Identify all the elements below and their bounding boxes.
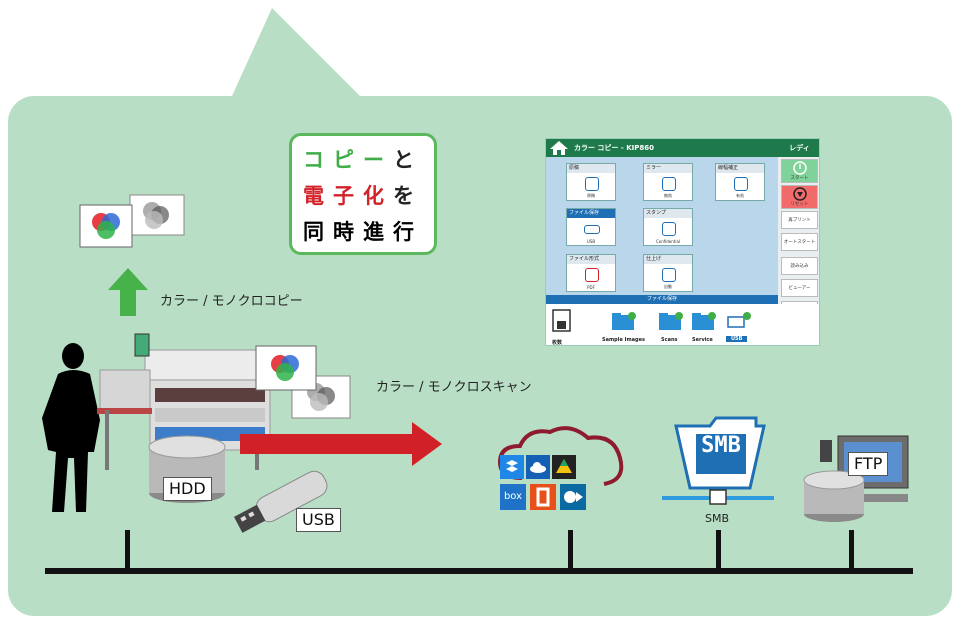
usb-stick-icon <box>233 470 328 533</box>
smb-caption: SMB <box>705 512 730 525</box>
folder-icon[interactable] <box>611 311 637 331</box>
setting-card[interactable]: 原稿 原稿 <box>566 163 616 201</box>
auto-start-button[interactable]: オートスタート <box>781 233 818 251</box>
reset-icon <box>793 187 807 201</box>
sharepoint-icon <box>560 484 586 510</box>
setting-card-value: 有効 <box>736 193 744 198</box>
copy-arrow-icon <box>108 268 148 316</box>
setting-card-header: 線幅補正 <box>716 164 764 173</box>
setting-card-value: Confidential <box>655 239 681 244</box>
slogan-line-2: 電子化を <box>292 178 434 214</box>
folder-icon[interactable] <box>658 311 684 331</box>
setting-card[interactable]: 線幅補正 有効 <box>715 163 765 201</box>
copy-caption: カラー / モノクロコピー <box>160 294 303 309</box>
slogan-char: 電 <box>303 184 333 208</box>
google-drive-icon <box>552 455 576 479</box>
screen-bottom-area <box>546 304 819 345</box>
setting-card-value: PDF <box>587 285 595 290</box>
setting-card[interactable]: ファイル形式 PDF <box>566 254 616 292</box>
setting-card-header: 仕上げ <box>644 255 692 264</box>
copies-label: 枚数 <box>552 340 563 346</box>
setting-card-header: ファイル形式 <box>567 255 615 264</box>
folder-icon[interactable] <box>691 311 717 331</box>
setting-card[interactable]: 仕上げ 自動 <box>643 254 693 292</box>
setting-card[interactable]: ファイル保存 USB <box>566 208 616 246</box>
home-icon[interactable] <box>549 140 569 156</box>
file-save-bar: ファイル保存 <box>546 295 778 304</box>
setting-card-header: ファイル保存 <box>567 209 615 218</box>
setting-card-header: ミラー <box>644 164 692 173</box>
scan-output-documents <box>255 345 351 419</box>
smb-folder-icon <box>674 416 766 490</box>
office-icon <box>530 484 556 510</box>
folder-label-selected: USB <box>726 336 748 342</box>
slogan-char: を <box>393 184 423 208</box>
slogan-char: コ <box>303 148 333 172</box>
slogan-char: 子 <box>333 184 363 208</box>
screen-status: レディ <box>778 139 819 157</box>
hdd-label: HDD <box>163 477 212 501</box>
slogan-char: 行 <box>393 220 423 244</box>
mirror-icon <box>662 177 676 191</box>
dropbox-icon <box>500 455 524 479</box>
slogan-char: 時 <box>333 220 363 244</box>
start-icon <box>793 161 807 175</box>
screen-title: カラー コピー - KIP860 <box>546 139 778 157</box>
start-button-label: スタート <box>790 176 809 181</box>
slogan-line-3: 同時進行 <box>292 214 434 250</box>
usb-icon <box>584 225 600 234</box>
folder-label: Service <box>692 337 713 343</box>
onedrive-icon <box>526 455 550 479</box>
slogan-char: 進 <box>363 220 393 244</box>
ftp-server-icon <box>803 435 909 522</box>
printer-touch-screen: カラー コピー - KIP860 レディ 原稿 原稿 ミラー 無効 線幅補正 有… <box>545 138 820 346</box>
reprint-button[interactable]: 再プリント <box>781 211 818 229</box>
folder-label: Sample Images <box>602 337 646 343</box>
box-icon: box <box>500 484 526 510</box>
folder-label: Scans <box>661 337 678 343</box>
setting-card-header: スタンプ <box>644 209 692 218</box>
scan-caption: カラー / モノクロスキャン <box>376 380 532 395</box>
original-icon <box>585 177 599 191</box>
slogan-char: 同 <box>303 220 333 244</box>
start-button[interactable]: スタート <box>781 159 818 183</box>
usb-label: USB <box>296 508 341 532</box>
reset-button[interactable]: リセット <box>781 185 818 209</box>
setting-card-header: 原稿 <box>567 164 615 173</box>
copies-icon <box>552 309 571 332</box>
setting-card[interactable]: スタンプ Confidential <box>643 208 693 246</box>
setting-card-value: 自動 <box>664 284 672 289</box>
stamp-icon <box>662 222 676 236</box>
setting-card[interactable]: ミラー 無効 <box>643 163 693 201</box>
smb-network-connector <box>662 489 774 505</box>
viewer-button[interactable]: ビューアー <box>781 279 818 297</box>
reset-button-label: リセット <box>790 202 809 207</box>
smb-logo-text: SMB <box>701 433 741 458</box>
finishing-icon <box>662 268 676 282</box>
usb-drive-icon[interactable] <box>726 311 752 331</box>
slogan-char: 化 <box>363 184 393 208</box>
scan-in-button[interactable]: 読み込み <box>781 257 818 275</box>
slogan-char: ピ <box>333 148 363 172</box>
scan-arrow-icon <box>240 422 442 466</box>
ftp-label: FTP <box>848 452 889 476</box>
copy-output-documents <box>79 194 185 248</box>
setting-card-value: 無効 <box>664 193 672 198</box>
slogan-char: と <box>393 148 423 172</box>
slogan-line-1: コピーと <box>292 142 434 178</box>
slogan-char: ー <box>363 148 393 172</box>
pdf-icon <box>585 268 599 282</box>
operator-silhouette <box>42 343 100 512</box>
line-width-icon <box>734 177 748 191</box>
setting-card-value: USB <box>586 239 596 244</box>
setting-card-value: 原稿 <box>587 193 595 198</box>
slogan-box: コピーと 電子化を 同時進行 <box>289 133 437 255</box>
